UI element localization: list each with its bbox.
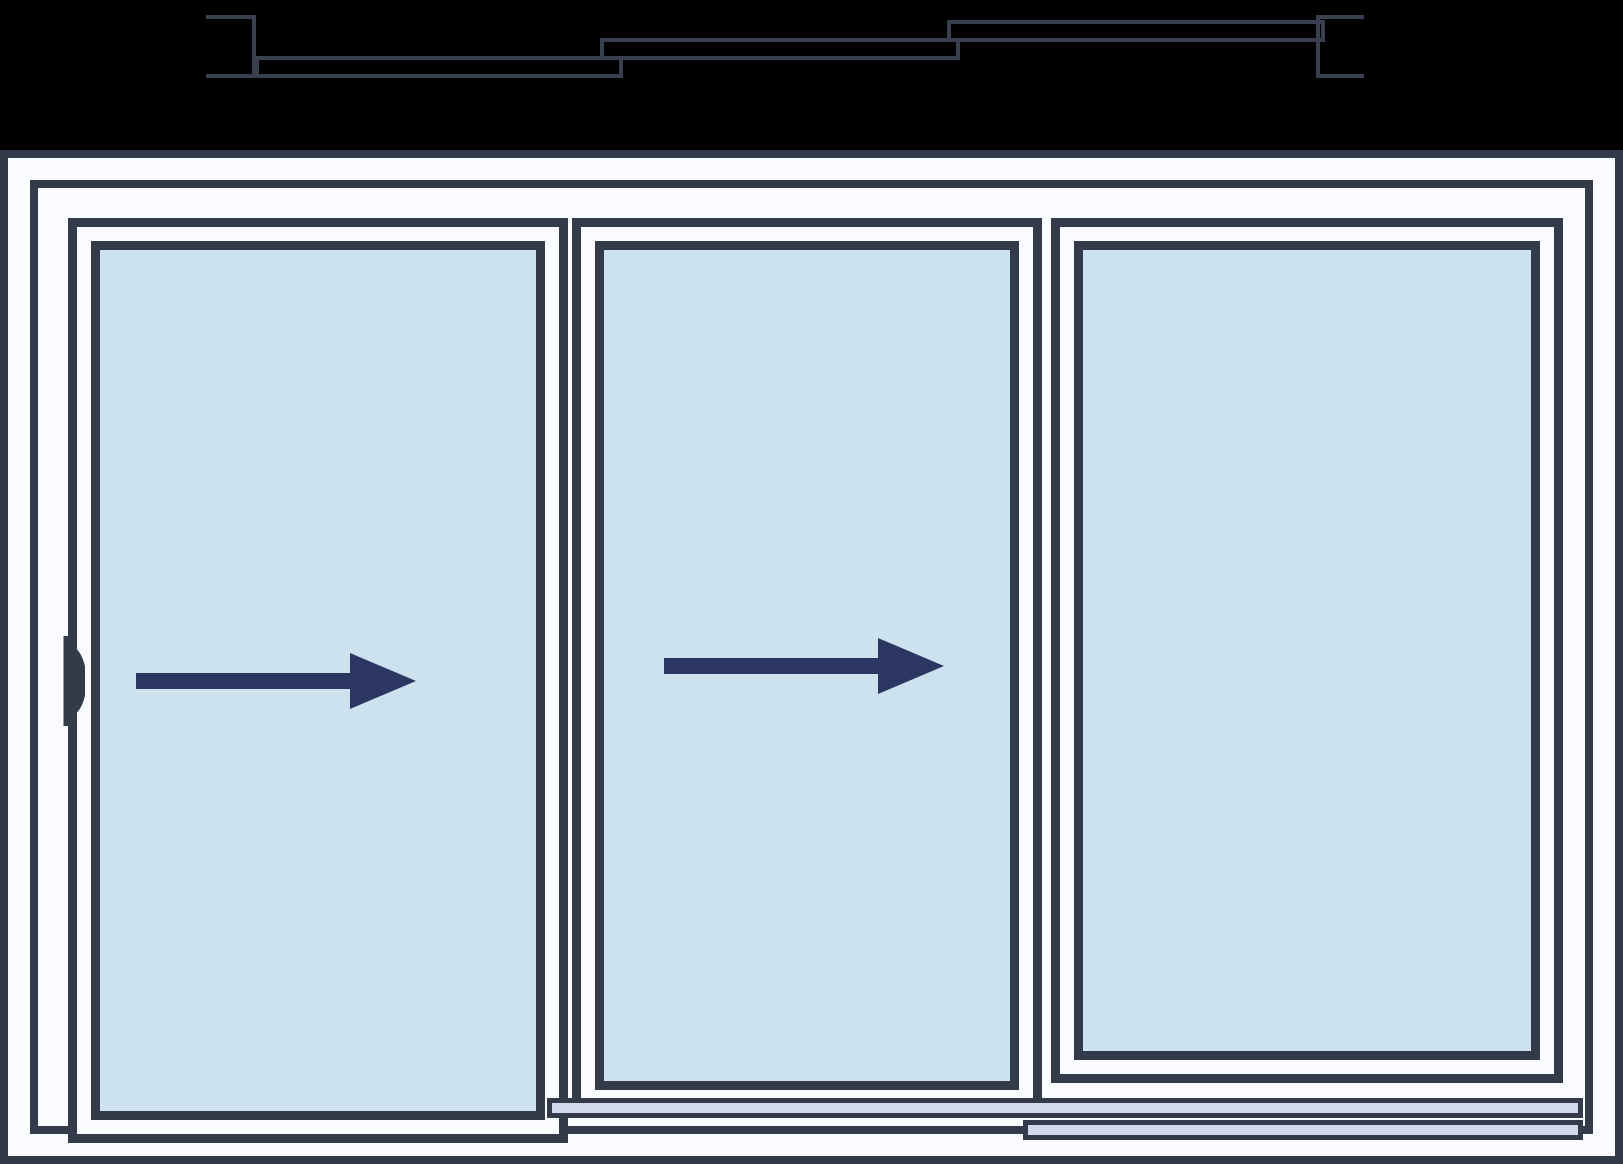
panel-right (1051, 218, 1563, 1083)
top-track-detail (0, 0, 1623, 150)
panel-left-glass (91, 241, 545, 1120)
slide-arrow-right-icon (136, 652, 416, 709)
door-inner-frame (30, 180, 1593, 1143)
sill-rail-back (1023, 1120, 1583, 1140)
door-handle-icon[interactable] (55, 635, 85, 726)
track-end-cap-left (206, 15, 256, 78)
panel-middle-glass (595, 241, 1019, 1090)
track-rail-middle (600, 38, 960, 60)
track-rail-front (255, 56, 623, 78)
door-outer-frame (0, 150, 1623, 1164)
slide-arrow-right-icon (664, 637, 944, 694)
track-rail-back (947, 20, 1325, 42)
panel-left[interactable] (63, 218, 568, 1143)
track-end-cap-right (1316, 15, 1364, 78)
sill-rail-front (547, 1098, 1583, 1118)
panel-right-glass (1074, 241, 1540, 1060)
panel-middle[interactable] (572, 218, 1042, 1113)
